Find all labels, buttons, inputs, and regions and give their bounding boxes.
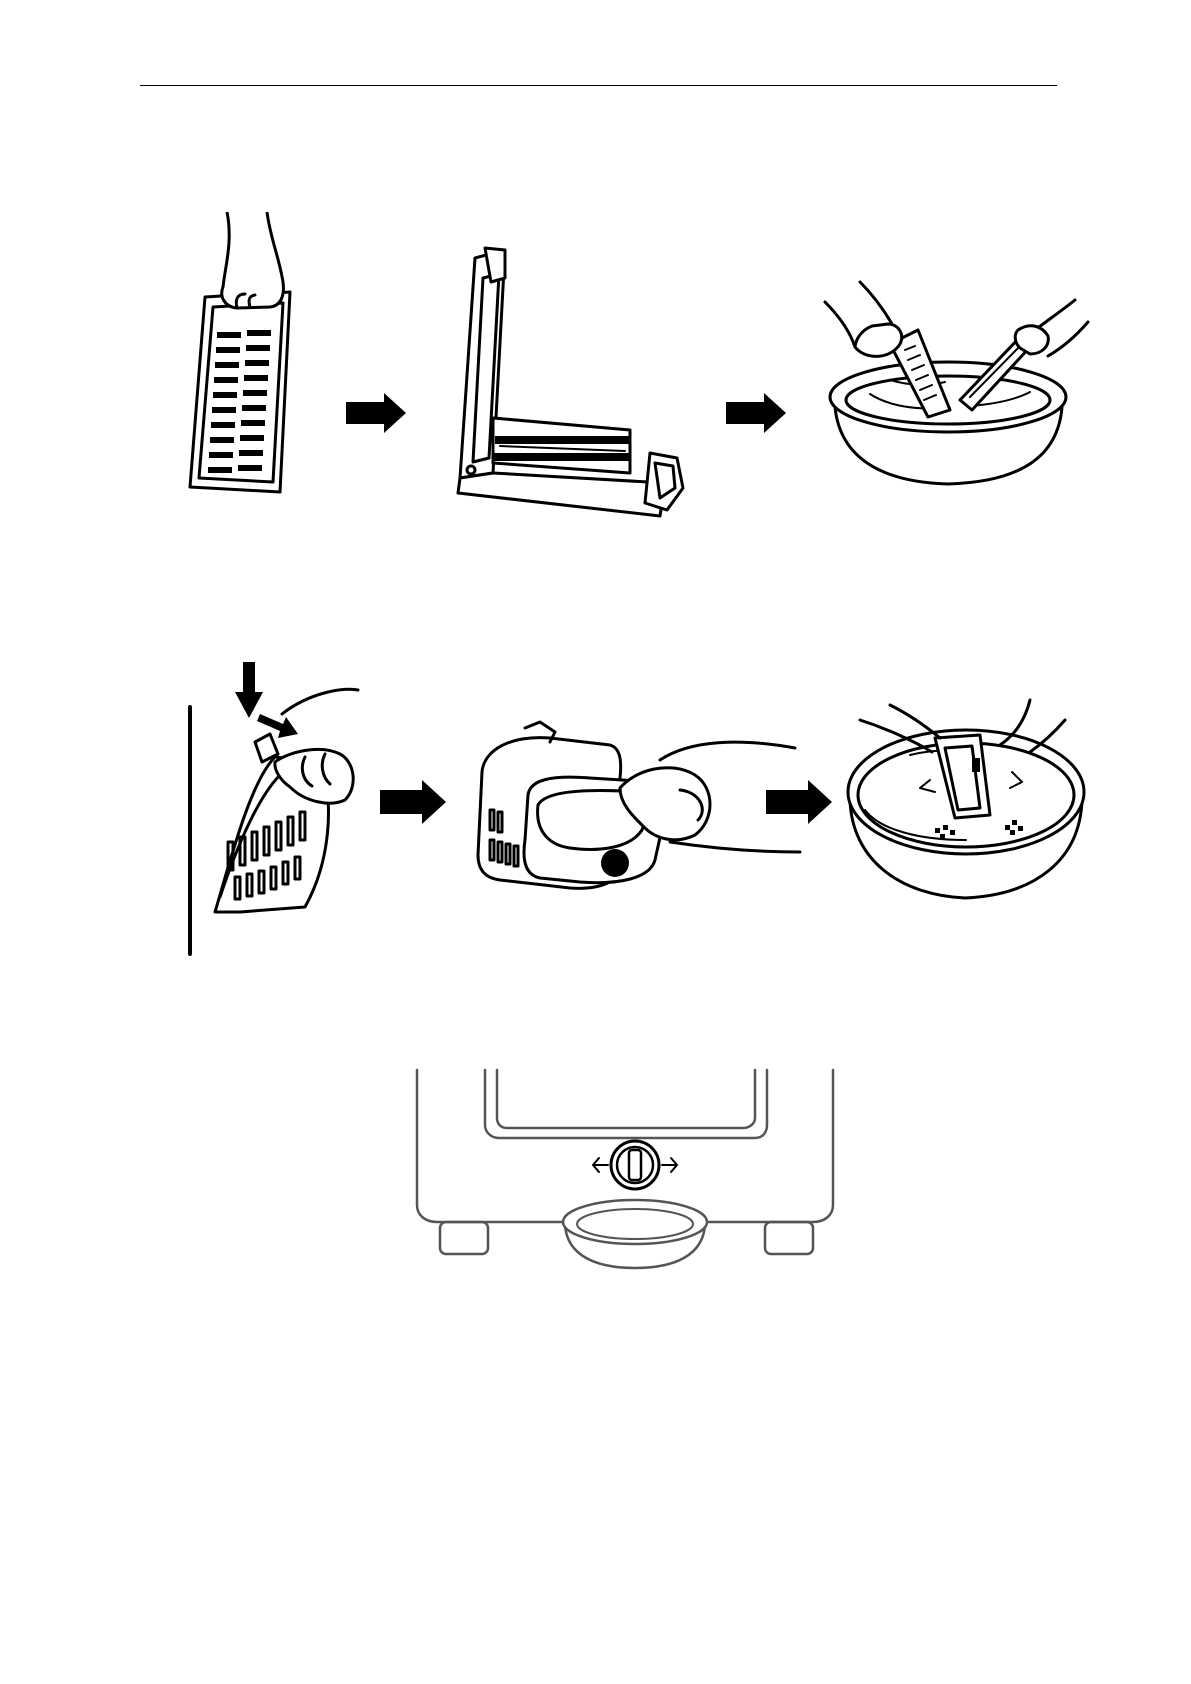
hand-icon [825,282,902,356]
filter-remove-illustration [175,212,300,502]
arrow-right-icon [257,714,298,738]
lint-filter-wash-illustration [840,700,1095,905]
hand-icon [222,212,284,308]
filter-open-illustration [455,248,695,523]
arrow-down-icon [235,662,263,718]
hand-icon [275,689,358,803]
knob-icon[interactable] [593,1141,677,1189]
pump-filter-drain-illustration [415,1070,835,1275]
lint-bag-empty-illustration [470,720,800,900]
filter-wash-illustration [820,282,1090,507]
arrow-right-icon [766,780,832,824]
header-rule [140,85,1057,86]
arrow-right-icon [346,393,406,433]
arrow-right-icon [726,393,786,433]
lint-filter-remove-illustration [180,662,380,957]
bowl-icon [830,362,1066,484]
arrow-right-icon [380,780,446,824]
hand-icon [1015,300,1088,356]
bowl-icon [563,1200,707,1268]
